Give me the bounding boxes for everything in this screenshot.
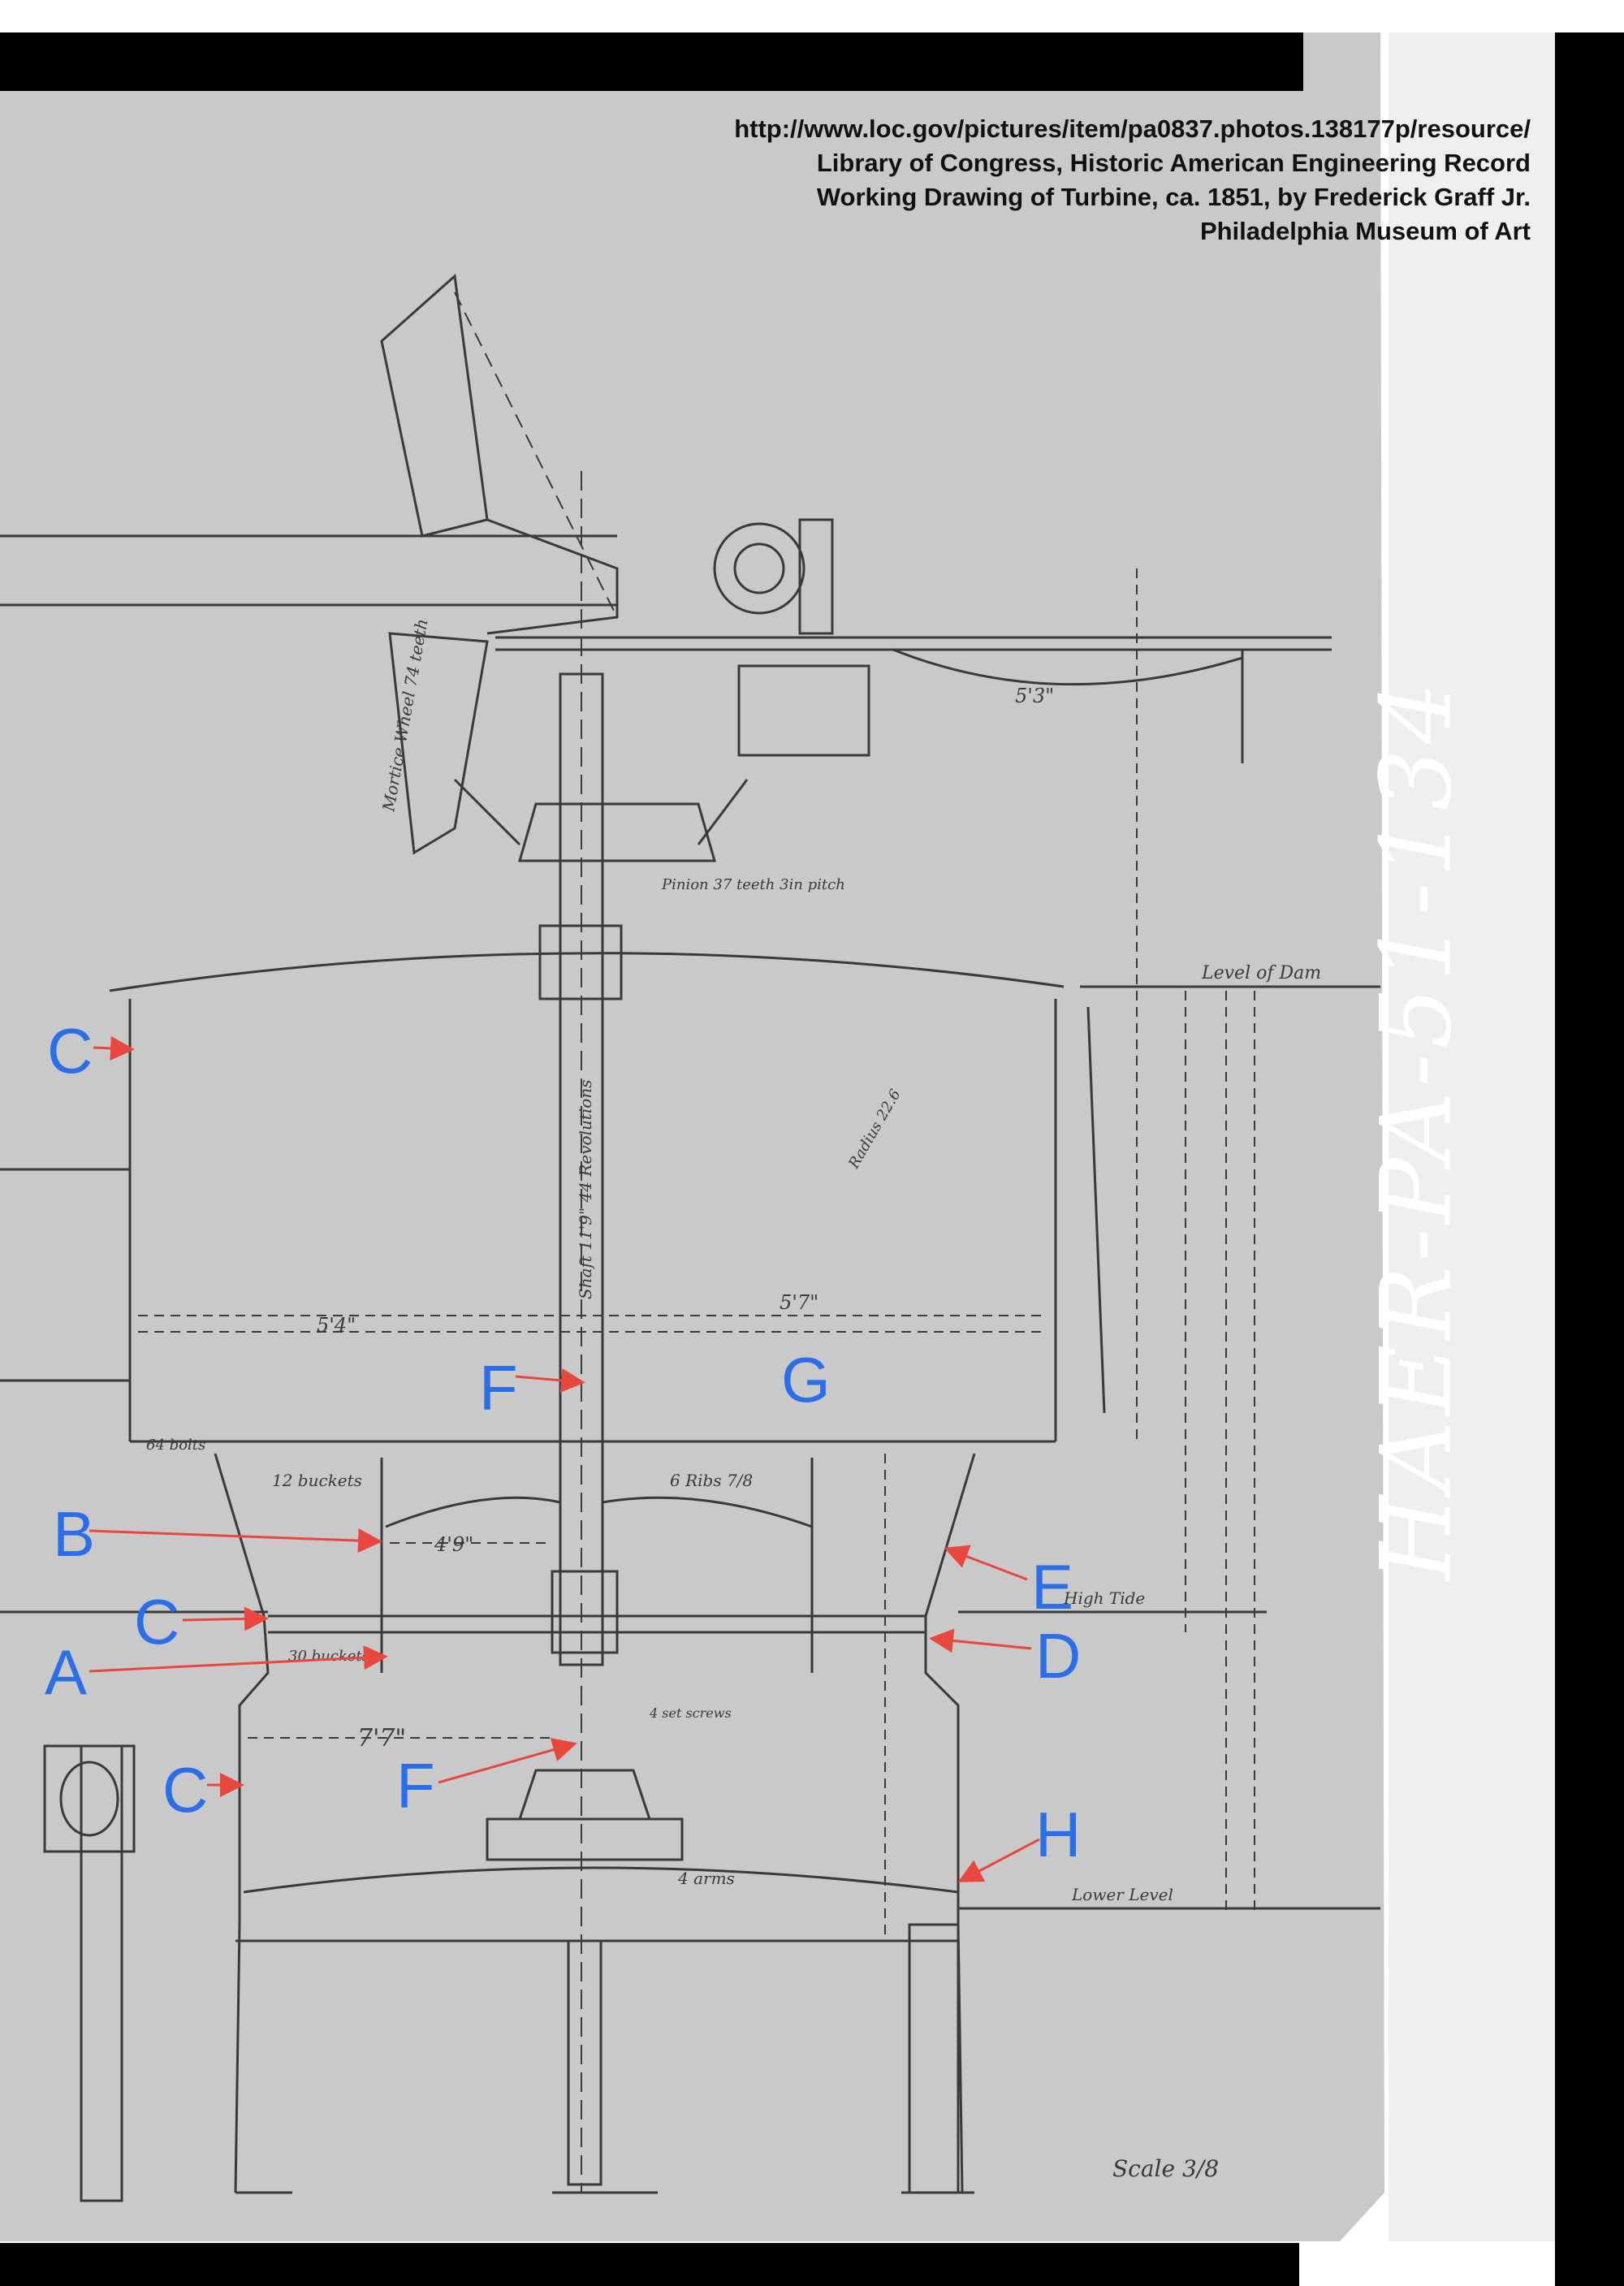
note-64-bolts: 64 bolts — [146, 1437, 205, 1454]
callout-f-low: F — [396, 1750, 435, 1821]
note-lower-level: Lower Level — [1071, 1885, 1173, 1904]
callout-b: B — [53, 1498, 96, 1570]
callout-d: D — [1035, 1620, 1082, 1692]
note-dim-5-3: 5'3" — [1015, 685, 1054, 707]
note-dim-4-9: 4'9" — [434, 1533, 473, 1556]
caption-title: Working Drawing of Turbine, ca. 1851, by… — [816, 183, 1531, 211]
callout-a: A — [45, 1636, 88, 1708]
note-dim-5-7: 5'7" — [780, 1291, 818, 1314]
note-dim-5-4: 5'4" — [317, 1314, 356, 1337]
turbine-drawing — [0, 274, 1380, 2202]
note-set-screws: 4 set screws — [649, 1705, 732, 1721]
callout-e: E — [1031, 1551, 1074, 1623]
callout-c-top: C — [47, 1015, 93, 1087]
caption-source: Library of Congress, Historic American E… — [816, 149, 1531, 177]
arrow-b — [89, 1528, 382, 1554]
note-12-buckets: 12 buckets — [272, 1471, 362, 1490]
arrow-a — [89, 1645, 388, 1673]
arrow-c-mid — [182, 1606, 269, 1631]
callout-arrows — [89, 1035, 1040, 1882]
caption-url: http://www.loc.gov/pictures/item/pa0837.… — [734, 115, 1531, 143]
arrow-c-top — [93, 1035, 135, 1061]
right-black-strip — [1555, 32, 1624, 2286]
record-number-text: HAER-PA-51-134 — [1360, 676, 1474, 1581]
note-level-of-dam: Level of Dam — [1201, 963, 1321, 983]
right-margin — [1389, 32, 1555, 2241]
arrow-d — [929, 1628, 1032, 1653]
paper-sheet — [0, 32, 1384, 2241]
note-30-buckets: 30 buckets — [288, 1648, 369, 1665]
arrow-e — [944, 1545, 1028, 1581]
note-pinion: Pinion 37 teeth 3in pitch — [661, 876, 845, 893]
note-high-tide: High Tide — [1063, 1588, 1145, 1608]
caption-block: http://www.loc.gov/pictures/item/pa0837.… — [734, 112, 1531, 248]
note-shaft: Shaft 11'9" 44 Revolutions — [576, 1080, 595, 1299]
note-6-ribs: 6 Ribs 7/8 — [670, 1471, 753, 1490]
arrow-f-top — [515, 1368, 585, 1393]
top-black-band — [0, 32, 1303, 91]
callout-c-mid: C — [134, 1586, 180, 1657]
callout-h: H — [1035, 1799, 1082, 1870]
callout-c-low: C — [162, 1754, 209, 1826]
callout-g: G — [781, 1344, 831, 1415]
arrow-f-low — [438, 1738, 577, 1784]
bottom-black-band — [0, 2243, 1299, 2286]
callout-f-top: F — [479, 1352, 518, 1424]
arrow-h — [957, 1838, 1040, 1882]
record-number: HAER-PA-51-134 — [1361, 676, 1474, 1580]
note-scale: Scale 3/8 — [1112, 2155, 1219, 2182]
caption-repository: Philadelphia Museum of Art — [1199, 217, 1531, 245]
note-4-arms: 4 arms — [677, 1869, 735, 1888]
note-dim-7-7: 7'7" — [357, 1724, 406, 1752]
